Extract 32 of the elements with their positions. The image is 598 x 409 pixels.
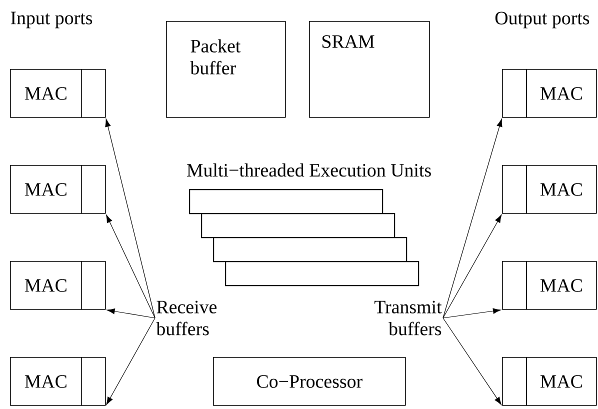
arrow bbox=[105, 118, 156, 318]
execution-units-label: Multi−threaded Execution Units bbox=[186, 163, 431, 177]
port-group-label: Output ports bbox=[495, 12, 590, 28]
arrow bbox=[442, 308, 501, 318]
buffer-label: Transmit buffers bbox=[374, 300, 442, 336]
arrow bbox=[442, 214, 502, 318]
memory-box: Packet buffer bbox=[166, 21, 286, 118]
coprocessor-box: Co−Processor bbox=[213, 357, 406, 406]
mac-box: MAC bbox=[526, 261, 597, 310]
memory-box: SRAM bbox=[309, 21, 430, 118]
arrow bbox=[106, 308, 156, 318]
buffer-cell bbox=[502, 261, 527, 310]
execution-unit-bar bbox=[225, 261, 420, 286]
buffer-cell bbox=[81, 357, 106, 406]
buffer-cell bbox=[502, 357, 527, 406]
arrow bbox=[106, 214, 156, 318]
execution-unit-bar bbox=[201, 213, 396, 238]
mac-box: MAC bbox=[526, 69, 597, 118]
execution-unit-bar bbox=[213, 237, 408, 262]
buffer-cell bbox=[502, 69, 527, 118]
port-group-label: Input ports bbox=[10, 12, 92, 28]
mac-box: MAC bbox=[526, 357, 597, 406]
execution-unit-bar bbox=[189, 189, 384, 214]
buffer-cell bbox=[502, 165, 527, 214]
arrow bbox=[106, 318, 156, 405]
arrow bbox=[442, 118, 502, 318]
buffer-cell bbox=[81, 165, 106, 214]
buffer-label: Receive buffers bbox=[156, 300, 217, 336]
mac-box: MAC bbox=[526, 165, 597, 214]
arrow bbox=[442, 318, 502, 405]
buffer-cell bbox=[81, 261, 106, 310]
buffer-cell bbox=[81, 69, 106, 118]
